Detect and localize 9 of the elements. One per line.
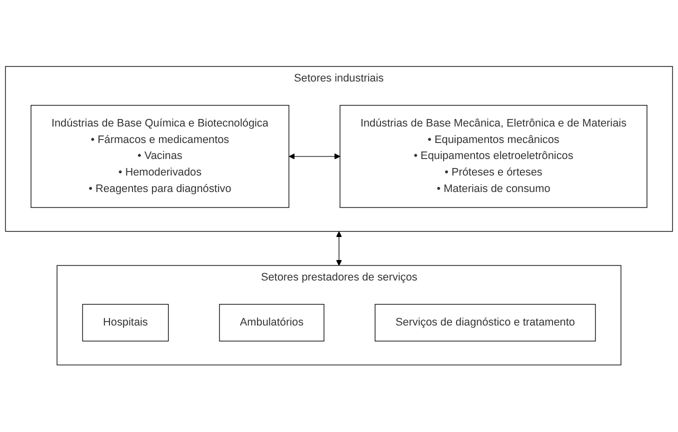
cluster — [5, 66, 673, 232]
node-box — [30, 105, 290, 208]
arrow — [336, 232, 342, 266]
node-box — [219, 304, 324, 342]
cluster — [56, 265, 622, 366]
node-box — [374, 304, 596, 342]
arrow — [288, 154, 340, 160]
node-box — [340, 105, 648, 208]
node-box — [82, 304, 169, 342]
